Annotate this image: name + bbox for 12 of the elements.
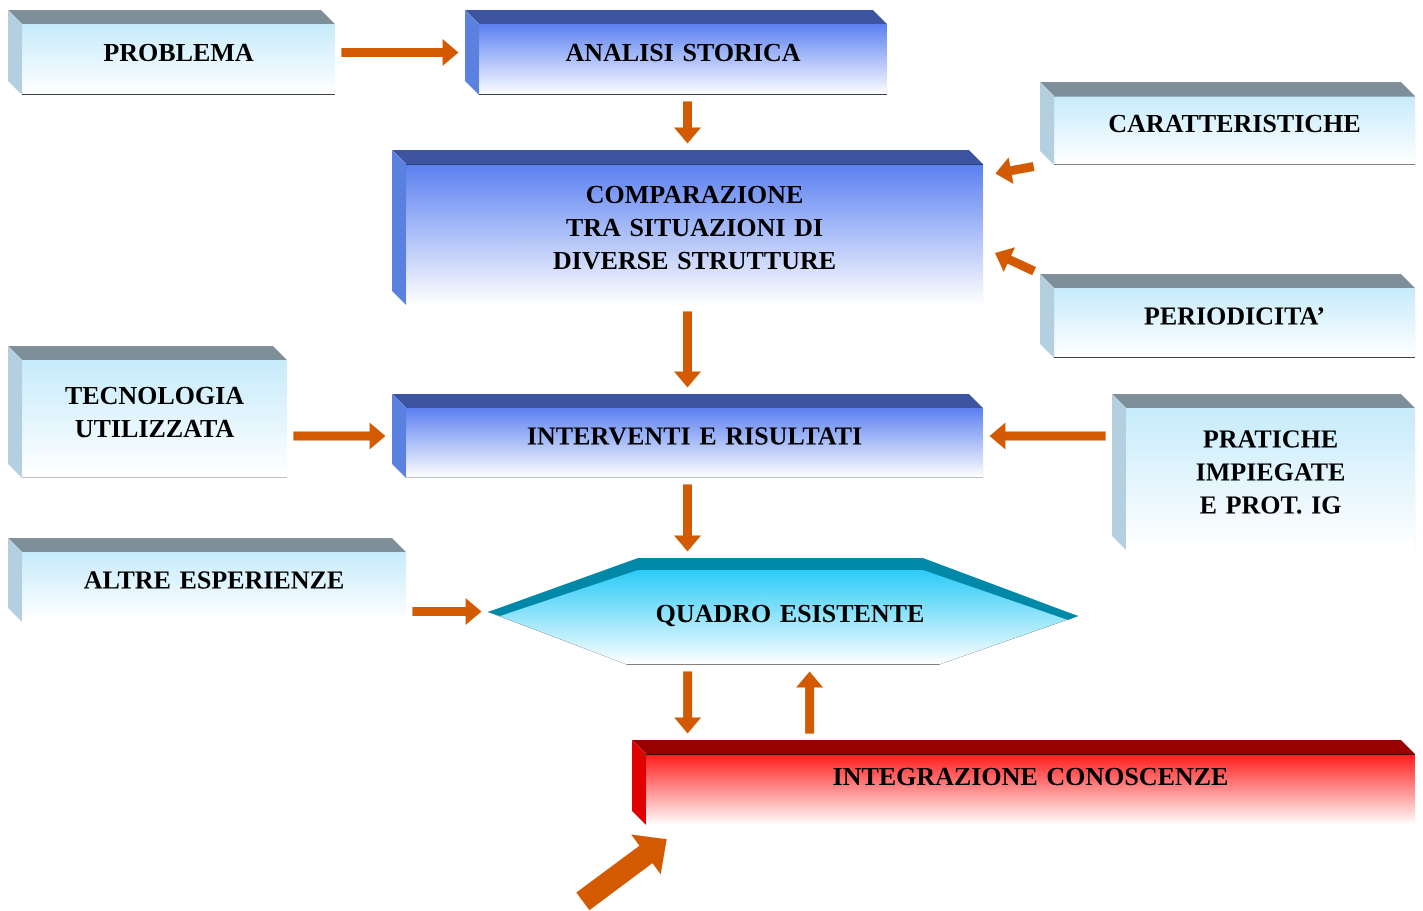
hexagon-box: QUADRO ESISTENTE <box>488 558 1078 665</box>
process-box: COMPARAZIONE TRA SITUAZIONI DI DIVERSE STRUTTURE <box>392 150 983 305</box>
process-box: INTERVENTI E RISULTATI <box>392 394 983 478</box>
process-box: TECNOLOGIA UTILIZZATA <box>8 346 287 478</box>
process-box: ANALISI STORICA <box>465 10 887 95</box>
process-box: PROBLEMA <box>8 10 335 95</box>
process-box: PERIODICITA’ <box>1040 274 1415 358</box>
process-box: ALTRE ESPERIENZE <box>8 538 406 622</box>
process-box: CARATTERISTICHE <box>1040 82 1415 165</box>
arrow <box>576 834 667 911</box>
process-box: INTEGRAZIONE CONOSCENZE <box>632 740 1415 825</box>
process-box: PRATICHE IMPIEGATE E PROT. IG <box>1112 394 1415 550</box>
